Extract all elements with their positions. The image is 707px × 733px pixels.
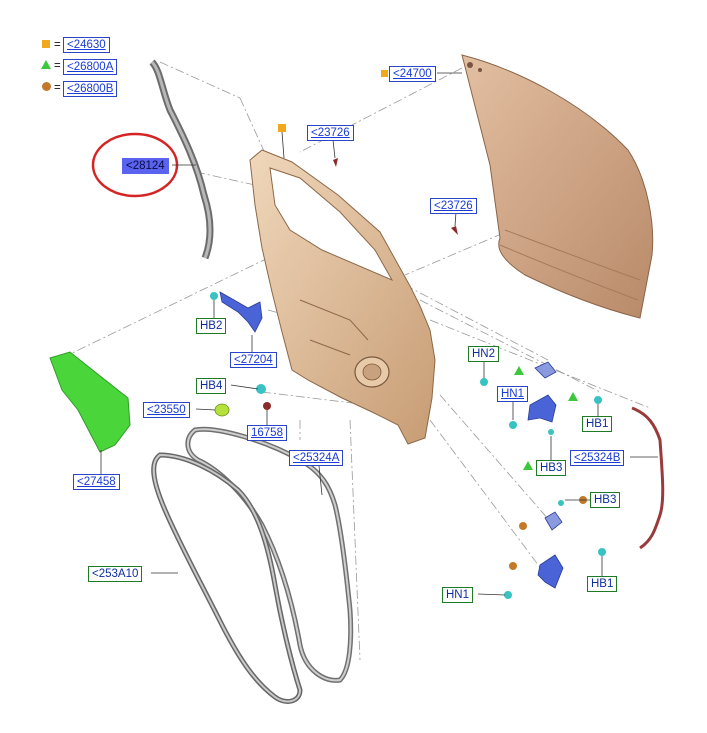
- legend-code-26800B[interactable]: <26800B: [63, 81, 118, 97]
- glass-run-channel: [149, 59, 214, 260]
- callout-lines: [100, 72, 658, 596]
- triangle-marker: [514, 366, 524, 375]
- label-HB2[interactable]: HB2: [196, 318, 227, 334]
- legend-triangle-icon: [41, 60, 51, 69]
- label-HB4[interactable]: HB4: [196, 378, 227, 394]
- label-HB3-upper[interactable]: HB3: [536, 460, 567, 476]
- label-25324B[interactable]: <25324B: [570, 450, 625, 466]
- legend-triangle-row: =: [41, 59, 61, 73]
- hinge-right-lower: [504, 500, 606, 599]
- door-wiring-harness: [631, 406, 665, 550]
- upper-hinge-left: [210, 291, 271, 417]
- label-HN1-lower[interactable]: HN1: [442, 587, 474, 603]
- legend-circle-icon: [42, 82, 51, 91]
- label-27458[interactable]: <27458: [73, 474, 120, 490]
- label-HN1-upper[interactable]: HN1: [497, 386, 529, 402]
- outer-door-skin: [461, 54, 654, 319]
- label-27204[interactable]: <27204: [230, 352, 277, 368]
- label-HB1-lower[interactable]: HB1: [587, 576, 618, 592]
- label-24700[interactable]: <24700: [389, 66, 436, 82]
- legend-eq: =: [54, 82, 61, 94]
- label-23550[interactable]: <23550: [143, 402, 190, 418]
- inner-door-panel: [249, 149, 436, 445]
- hinge-right-upper: [480, 361, 602, 435]
- legend-eq: =: [54, 60, 61, 72]
- legend-circle-row: =: [42, 81, 61, 95]
- legend-code-24630[interactable]: <24630: [63, 37, 110, 53]
- door-seal-253A10: [151, 452, 303, 704]
- label-16758[interactable]: 16758: [247, 425, 287, 441]
- label-23726-upper[interactable]: <23726: [307, 125, 354, 141]
- label-23726-lower[interactable]: <23726: [430, 198, 477, 214]
- water-shield: [49, 351, 131, 453]
- label-25324A[interactable]: <25324A: [289, 450, 344, 466]
- label-HB1-upper[interactable]: HB1: [582, 416, 613, 432]
- label-253A10[interactable]: <253A10: [88, 566, 143, 582]
- legend-code-26800A[interactable]: <26800A: [63, 59, 118, 75]
- legend-eq: =: [54, 39, 61, 51]
- circle-marker: [519, 522, 527, 530]
- square-marker: [381, 70, 388, 77]
- label-HN2[interactable]: HN2: [468, 346, 500, 362]
- circle-marker: [509, 562, 517, 570]
- legend-square-icon: [42, 40, 50, 48]
- square-marker: [278, 124, 286, 132]
- clip-23726-upper: [333, 158, 338, 167]
- clip-23726-lower: [451, 226, 458, 235]
- triangle-marker: [523, 461, 533, 470]
- triangle-marker: [568, 392, 578, 401]
- label-HB3-lower[interactable]: HB3: [590, 492, 621, 508]
- label-28124[interactable]: <28124: [122, 158, 169, 174]
- legend-square-row: =: [42, 38, 61, 52]
